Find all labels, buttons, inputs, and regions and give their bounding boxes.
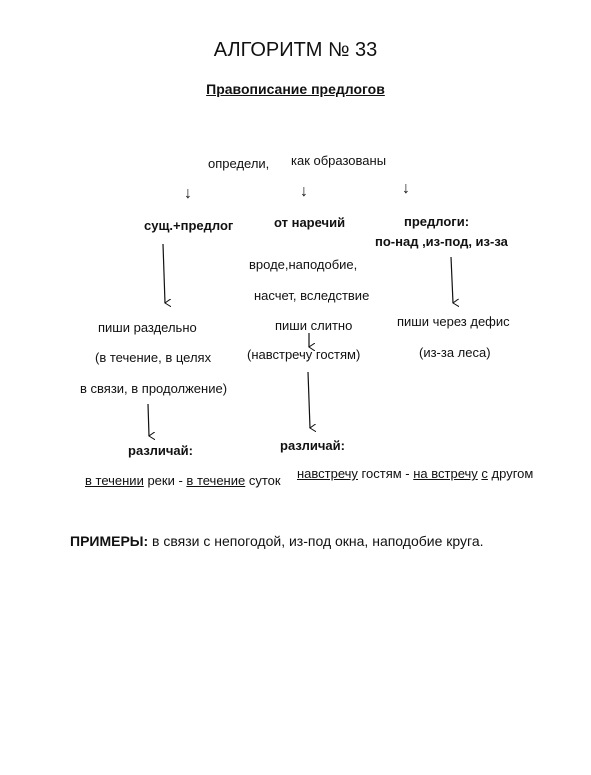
column-2-example: (навстречу гостям) <box>247 347 361 362</box>
down-arrow-icon: ↓ <box>300 183 308 200</box>
contrast-word: навстречу <box>297 466 358 481</box>
contrast-word: на встречу <box>413 466 478 481</box>
column-2-words-line-1: вроде,наподобие, <box>249 257 358 272</box>
contrast-text: реки - <box>143 473 187 488</box>
column-3-heading-line-1: предлоги: <box>404 214 470 229</box>
column-1-contrast: в течении реки - в течение суток <box>85 473 281 489</box>
column-2-contrast: навстречу гостям - на встречу с другом <box>297 466 533 482</box>
prompt-part-2: как образованы <box>291 153 387 168</box>
prompt-part-1: определи, <box>208 156 270 171</box>
contrast-word: с <box>481 466 488 481</box>
contrast-word: в течении <box>85 473 144 488</box>
arrow-line <box>450 256 453 303</box>
contrast-text: гостям - <box>357 466 414 481</box>
column-1-rule: пиши раздельно <box>98 320 197 335</box>
examples-label: ПРИМЕРЫ: <box>70 533 149 549</box>
column-1-distinguish: различай: <box>128 443 193 458</box>
down-arrow-icon: ↓ <box>184 185 192 202</box>
column-3-heading-line-2: по-над ,из-под, из-за <box>375 234 508 249</box>
column-3-example: (из-за леса) <box>419 345 491 360</box>
page-title: АЛГОРИТМ № 33 <box>213 39 378 61</box>
column-1-heading: сущ.+предлог <box>144 218 234 233</box>
examples-text: в связи с непогодой, из-под окна, наподо… <box>148 533 484 549</box>
examples-line: ПРИМЕРЫ: в связи с непогодой, из-под окн… <box>70 532 484 550</box>
column-2-rule: пиши слитно <box>275 318 353 333</box>
column-2-words-line-2: насчет, вследствие <box>254 288 370 303</box>
down-arrow-icon: ↓ <box>402 180 410 197</box>
column-1-example-line-1: (в течение, в целях <box>95 350 212 365</box>
column-2-heading: от наречий <box>274 215 346 230</box>
arrow-line <box>307 371 310 428</box>
contrast-word: в течение <box>186 473 246 488</box>
arrow-line <box>162 243 165 303</box>
contrast-text: суток <box>245 473 281 488</box>
page-subtitle: Правописание предлогов <box>206 81 385 97</box>
column-2-distinguish: различай: <box>280 438 345 453</box>
arrow-line <box>147 403 149 436</box>
column-3-rule: пиши через дефис <box>397 314 510 329</box>
contrast-text: другом <box>487 466 534 481</box>
column-1-example-line-2: в связи, в продолжение) <box>80 381 228 396</box>
